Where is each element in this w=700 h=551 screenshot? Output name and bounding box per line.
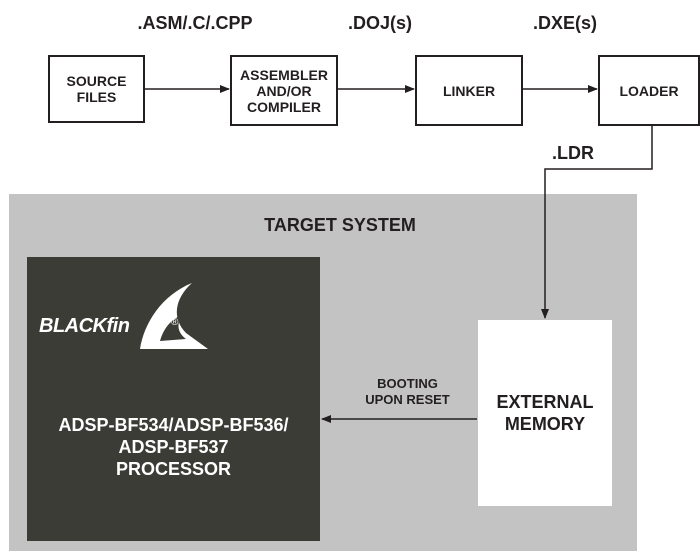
- blackfin-fin-icon: [140, 283, 208, 349]
- linker-box: LINKER: [415, 55, 523, 126]
- object-extension-label: .DOJ(s): [347, 13, 412, 33]
- blackfin-logo-text: BLACKfin: [39, 315, 130, 337]
- processor-name: ADSP-BF534/ADSP-BF536/ ADSP-BF537 PROCES…: [58, 415, 289, 479]
- processor-block: BLACKfin ® ADSP-BF534/ADSP-BF536/ ADSP-B…: [27, 257, 320, 541]
- executable-extension-label: .DXE(s): [532, 13, 597, 33]
- booting-label: BOOTING UPON RESET: [365, 376, 450, 407]
- source-files-box: SOURCE FILES: [48, 55, 145, 123]
- loader-box: LOADER: [598, 55, 700, 126]
- external-memory-block: EXTERNAL MEMORY: [478, 320, 612, 506]
- target-system-title: TARGET SYSTEM: [264, 215, 416, 235]
- registered-mark: ®: [171, 317, 179, 328]
- source-extension-label: .ASM/.C/.CPP: [137, 13, 253, 33]
- ldr-extension-label: .LDR: [552, 143, 594, 163]
- assembler-compiler-box: ASSEMBLER AND/OR COMPILER: [230, 55, 338, 126]
